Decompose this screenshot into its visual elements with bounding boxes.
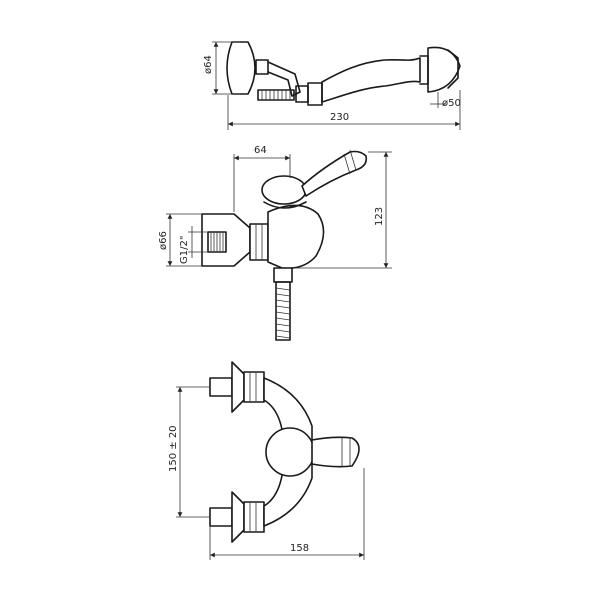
mixer-hose	[275, 281, 291, 341]
dimension-head-diameter: ø64	[203, 41, 240, 95]
dim-head-diameter-label: ø64	[203, 55, 214, 74]
dimension-top-width: 64	[233, 145, 291, 212]
dim-center-distance-label: 150 ± 20	[168, 425, 179, 472]
dim-spray-diameter-label: ø50	[442, 98, 461, 109]
dim-top-width-label: 64	[254, 145, 267, 156]
dim-height-label: 123	[374, 207, 385, 226]
dimension-spray-diameter: ø50	[430, 92, 461, 109]
mixer-side-view: 64 123 ø66 G1/2"	[158, 145, 392, 341]
dimension-flange: ø66	[158, 213, 202, 267]
dimension-height: 123	[294, 151, 392, 269]
dimension-thread: G1/2"	[179, 226, 208, 264]
dim-overall-width-label: 158	[290, 543, 309, 554]
dimension-overall-width: 158	[209, 468, 365, 560]
dimension-shower-length: 230	[227, 90, 461, 130]
dim-flange-label: ø66	[158, 231, 169, 250]
mixer-front-view: 150 ± 20 158	[168, 361, 365, 560]
dimension-center-distance: 150 ± 20	[168, 386, 210, 518]
dim-thread-label: G1/2"	[179, 236, 190, 264]
hose-spring	[257, 89, 295, 101]
dim-shower-length-label: 230	[330, 112, 349, 123]
hand-shower-view: ø64 ø50 230	[203, 41, 461, 130]
